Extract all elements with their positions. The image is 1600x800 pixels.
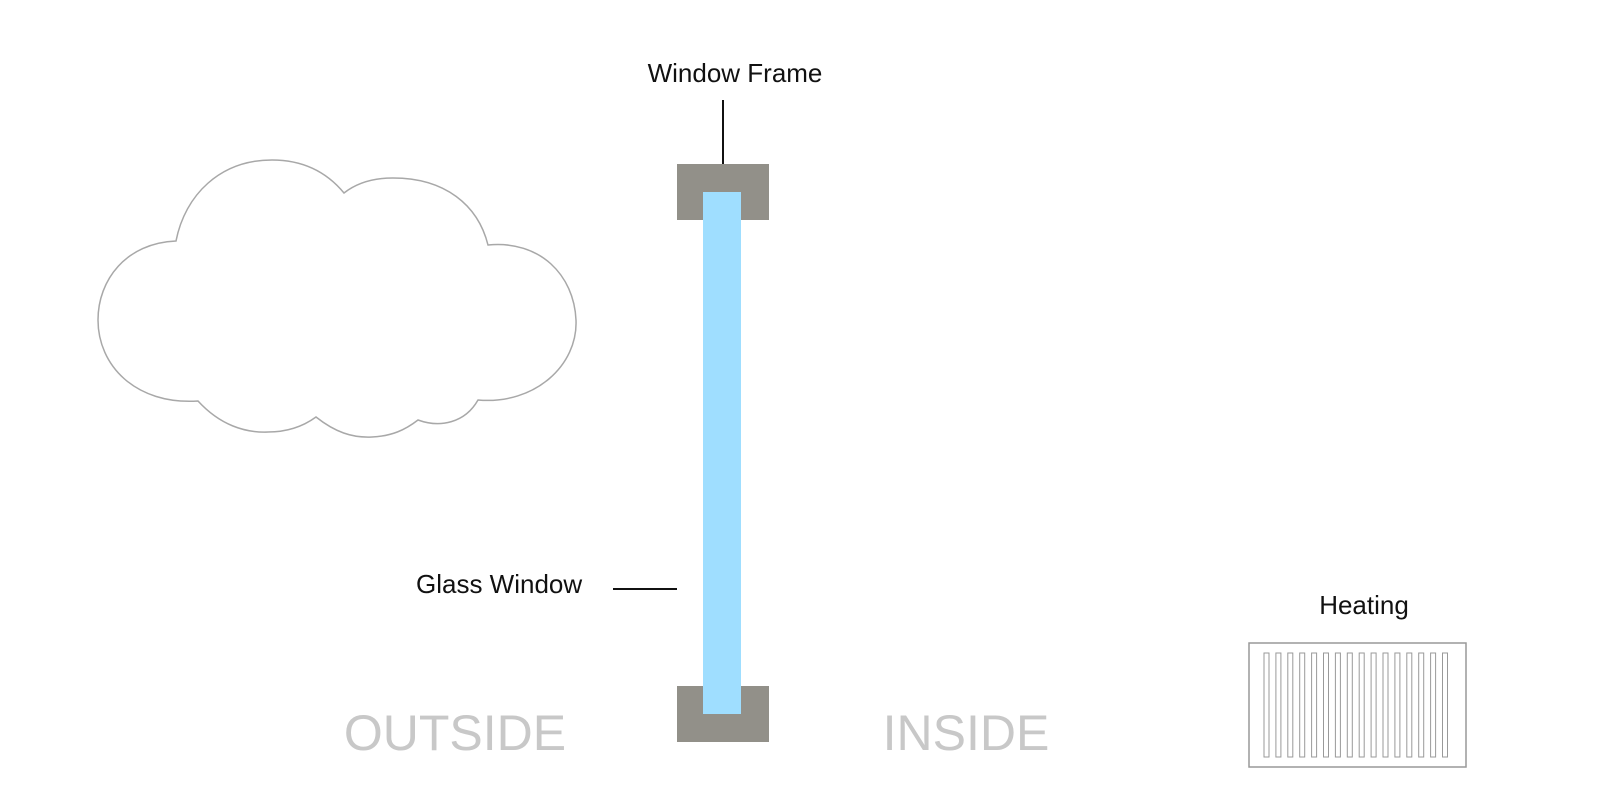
radiator-fin [1346, 652, 1353, 758]
radiator-fin [1418, 652, 1425, 758]
radiator-fin [1299, 652, 1306, 758]
glass-window-label: Glass Window [416, 569, 582, 599]
radiator-fin [1358, 652, 1365, 758]
radiator-fin [1370, 652, 1377, 758]
radiator-fin [1263, 652, 1270, 758]
cloud-icon [97, 159, 577, 438]
radiator-fin [1311, 652, 1318, 758]
radiator-fin [1323, 652, 1329, 758]
radiator-fin [1442, 652, 1448, 758]
heating-label: Heating [1319, 590, 1409, 620]
radiator-fin [1334, 652, 1341, 758]
radiator-fin [1394, 652, 1401, 758]
radiator-fins [1263, 652, 1448, 758]
radiator-fin [1430, 652, 1437, 758]
outside-label: OUTSIDE [344, 705, 566, 761]
radiator-fin [1275, 652, 1282, 758]
window-frame-label: Window Frame [648, 58, 823, 88]
radiator-body [1248, 642, 1467, 768]
radiator-fin [1287, 652, 1294, 758]
radiator-icon [1248, 642, 1467, 768]
radiator-fin [1382, 652, 1389, 758]
inside-label: INSIDE [883, 705, 1050, 761]
radiator-fin [1406, 652, 1413, 758]
glass-pane [703, 192, 741, 714]
